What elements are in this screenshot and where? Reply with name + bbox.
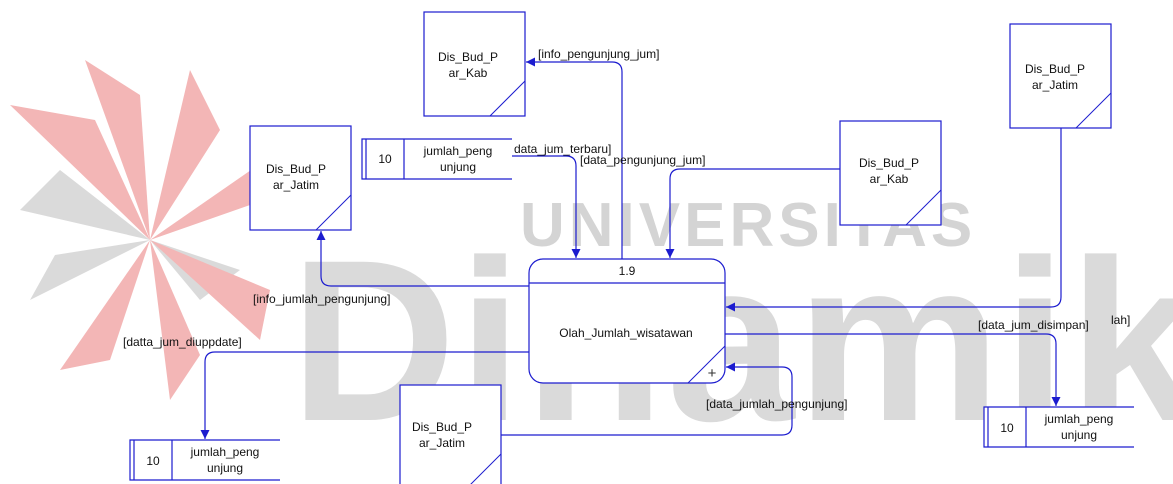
datastore-top-line1: jumlah_peng [423, 144, 493, 158]
datastore-bottom-right[interactable]: 10 jumlah_peng unjung [984, 407, 1134, 447]
flow-label-lah-fragment: lah] [1111, 313, 1130, 327]
entity-right-jatim[interactable]: Dis_Bud_P ar_Jatim [1010, 24, 1111, 128]
flow-label-info-pengunjung-jum: [info_pengunjung_jum] [538, 47, 659, 61]
flow-label-data-jumlah-pengunjung: [data_jumlah_pengunjung] [706, 397, 847, 411]
process-number: 1.9 [619, 264, 636, 278]
entity-top-kab-line2: ar_Kab [449, 66, 488, 80]
datastore-bottom-right-line1: jumlah_peng [1044, 412, 1114, 426]
datastore-bottom-left-line2: unjung [207, 461, 243, 475]
datastore-bottom-left-line1: jumlah_peng [190, 445, 260, 459]
entity-top-kab[interactable]: Dis_Bud_P ar_Kab [424, 12, 525, 116]
entity-left-jatim[interactable]: Dis_Bud_P ar_Jatim [250, 126, 351, 230]
process-olah-jumlah-wisatawan[interactable]: 1.9 Olah_Jumlah_wisatawan + [529, 259, 725, 383]
entity-right-jatim-line1: Dis_Bud_P [1025, 62, 1085, 76]
flow-label-data-pengunjung-jum: [data_pengunjung_jum] [580, 153, 705, 167]
entity-right-kab-line2: ar_Kab [870, 172, 909, 186]
process-expand-marker[interactable]: + [708, 365, 717, 382]
entity-right-kab[interactable]: Dis_Bud_P ar_Kab [840, 121, 941, 225]
flow-label-info-jumlah-pengunjung: [info_jumlah_pengunjung] [253, 292, 390, 306]
datastore-bottom-left[interactable]: 10 jumlah_peng unjung [130, 440, 280, 480]
datastore-top[interactable]: 10 jumlah_peng unjung [362, 139, 512, 179]
datastore-bottom-right-id: 10 [1000, 421, 1014, 435]
entity-right-jatim-line2: ar_Jatim [1032, 78, 1078, 92]
flow-label-datta-jum-diuppdate: [datta_jum_diuppdate] [123, 335, 242, 349]
datastore-top-id: 10 [378, 152, 392, 166]
flow-label-data-jum-disimpan: [data_jum_disimpan] [978, 318, 1089, 332]
datastore-bottom-right-line2: unjung [1061, 428, 1097, 442]
entity-bottom-jatim-line1: Dis_Bud_P [412, 420, 472, 434]
entity-bottom-jatim[interactable]: Dis_Bud_P ar_Jatim [400, 385, 501, 484]
entity-left-jatim-line2: ar_Jatim [273, 178, 319, 192]
entity-bottom-jatim-line2: ar_Jatim [419, 436, 465, 450]
entity-top-kab-line1: Dis_Bud_P [438, 50, 498, 64]
process-name: Olah_Jumlah_wisatawan [559, 326, 692, 340]
datastore-top-line2: unjung [440, 160, 476, 174]
watermark-star-logo [10, 60, 280, 400]
entity-right-kab-line1: Dis_Bud_P [859, 156, 919, 170]
entity-left-jatim-line1: Dis_Bud_P [266, 162, 326, 176]
datastore-bottom-left-id: 10 [146, 454, 160, 468]
